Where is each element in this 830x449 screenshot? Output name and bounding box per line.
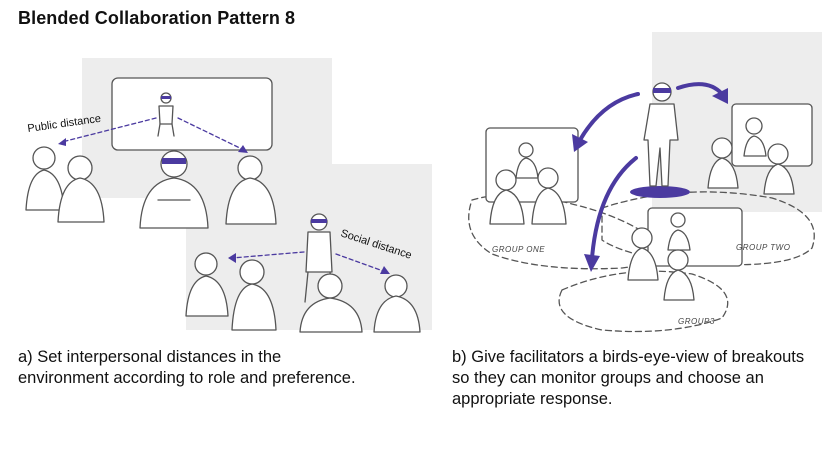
public-distance-arrows [58, 117, 248, 153]
facilitator-arrows [572, 82, 728, 272]
group-two-outline [601, 191, 815, 266]
group-three-members [627, 212, 695, 301]
projection-screen [111, 77, 273, 151]
remote-presenter-figure [157, 92, 175, 137]
caption-b: b) Give facilitators a birds-eye-view of… [452, 348, 805, 408]
group-three-label: GROUP3 [678, 317, 715, 326]
panel-a-illustration: Public distance Social distance [25, 58, 432, 333]
page-title: Blended Collaboration Pattern 8 [18, 8, 296, 28]
caption-a: a) Set interpersonal distances in the en… [18, 348, 356, 387]
panel-b-illustration: GROUP ONE GROUP TWO GROUP3 [468, 32, 822, 333]
group-two-label: GROUP TWO [736, 243, 790, 252]
audience-upper [25, 146, 277, 229]
group-one-label: GROUP ONE [492, 245, 545, 254]
group-one-members [489, 142, 567, 225]
group-two-members [707, 117, 795, 195]
facilitator-figure [630, 82, 690, 198]
social-distance-arrows [228, 251, 390, 274]
audience-lower [185, 252, 421, 333]
local-presenter-figure [304, 213, 334, 303]
breakout-screen-three [647, 207, 743, 267]
